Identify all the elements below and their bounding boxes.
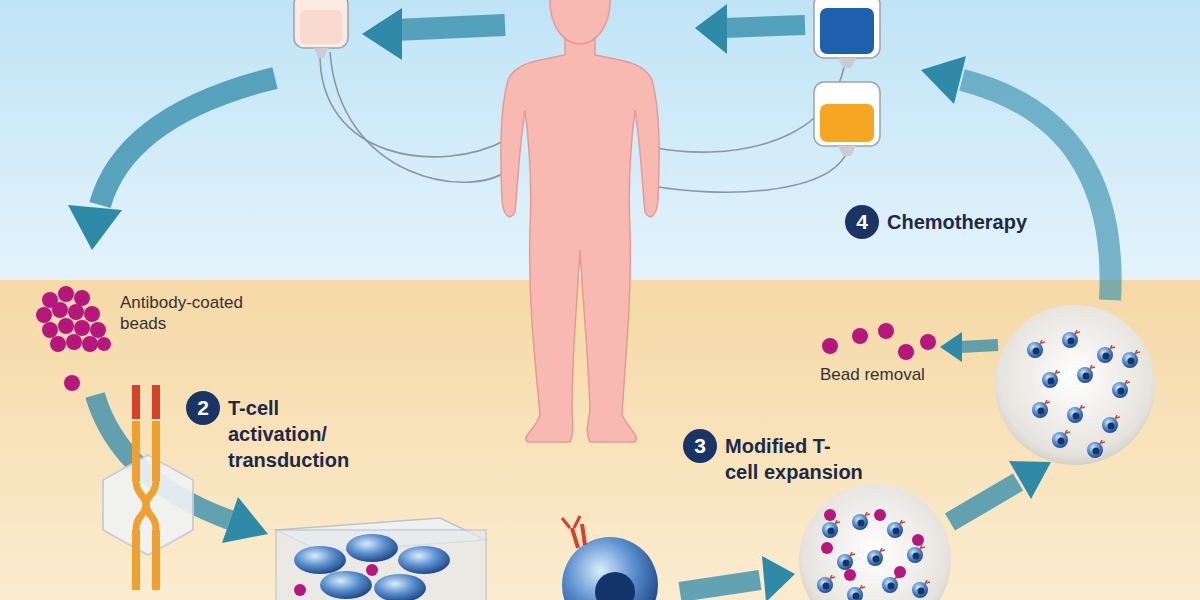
step-node: 4 Chemotherapy [845,205,1085,239]
harvest-bubble [995,305,1155,465]
part-label: Bead removal [820,364,970,385]
step-title: Chemotherapy [887,205,1085,235]
expansion-bubble [799,484,951,600]
bead-cluster [36,286,111,391]
process-arrows [68,4,1111,600]
step-number: 4 [845,205,879,239]
patient-figure [501,0,659,442]
removed-beads [822,323,936,360]
culture-box [276,518,486,600]
step-number: 3 [683,429,717,463]
step-number: 2 [186,391,220,425]
car-receptor [103,385,193,590]
step-node: 3Modified T-cell expansion [683,429,863,485]
step-title: T-cell activation/ transduction [228,391,376,473]
modified-t-cell [562,516,658,600]
part-label: Antibody-coated beads [120,292,270,334]
step-title: Modified T-cell expansion [725,429,863,485]
step-node: 2T-cell activation/ transduction [186,391,376,473]
